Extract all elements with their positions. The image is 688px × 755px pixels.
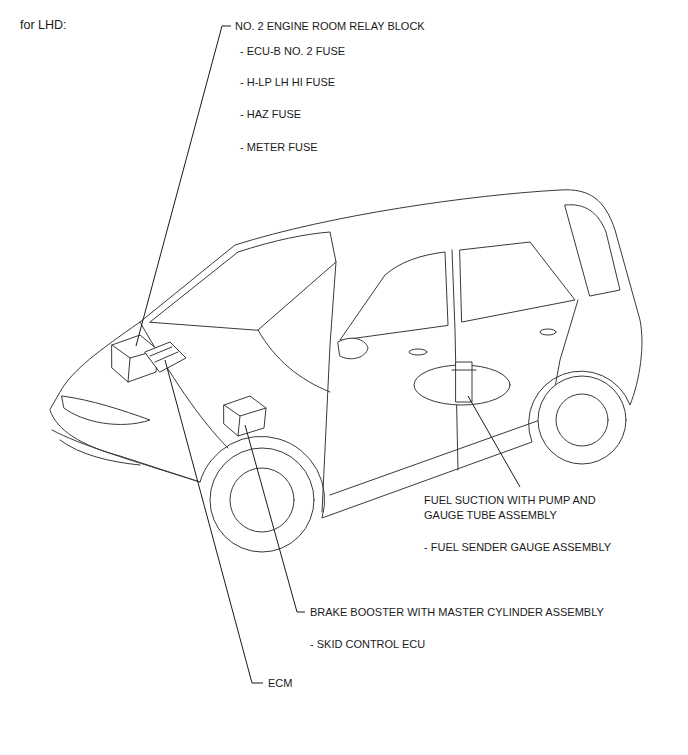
page-title: for LHD: [20, 18, 67, 33]
car-body-outline [50, 190, 642, 518]
part-label: - HAZ FUSE [240, 107, 301, 122]
leader-line [245, 425, 305, 612]
rear-wheel-rim [556, 394, 608, 446]
part-label: - ECU-B NO. 2 FUSE [240, 44, 345, 59]
door-handle [540, 329, 556, 335]
rear-hatch-glass [565, 205, 620, 296]
fuel-pump [452, 362, 476, 402]
part-label: - METER FUSE [240, 140, 318, 155]
leader-line [136, 26, 231, 346]
part-label: - FUEL SENDER GAUGE ASSEMBLY [424, 540, 611, 555]
sill-line [330, 420, 540, 495]
front-bumper [52, 430, 200, 482]
part-label: - SKID CONTROL ECU [310, 637, 425, 652]
front-door-line [322, 262, 336, 512]
leader-line [468, 396, 520, 487]
rear-wheel [538, 376, 626, 464]
ecm [145, 342, 186, 372]
front-wheel [210, 448, 314, 552]
part-label: NO. 2 ENGINE ROOM RELAY BLOCK [235, 19, 425, 34]
part-label: BRAKE BOOSTER WITH MASTER CYLINDER ASSEM… [310, 605, 604, 620]
door-handle [409, 349, 427, 355]
front-wheel-rim [230, 468, 294, 532]
mirror [338, 338, 368, 359]
part-label: FUEL SUCTION WITH PUMP AND GAUGE TUBE AS… [424, 493, 624, 523]
windshield [150, 232, 336, 330]
part-label: - H-LP LH HI FUSE [240, 75, 335, 90]
grille [60, 440, 140, 465]
rear-door-line [452, 250, 458, 470]
rear-window [460, 242, 575, 322]
fender-line [258, 330, 330, 392]
brake-booster [224, 396, 266, 436]
front-window [340, 252, 448, 340]
headlight [62, 396, 150, 424]
leader-line [165, 360, 263, 683]
part-label: ECM [268, 676, 292, 691]
